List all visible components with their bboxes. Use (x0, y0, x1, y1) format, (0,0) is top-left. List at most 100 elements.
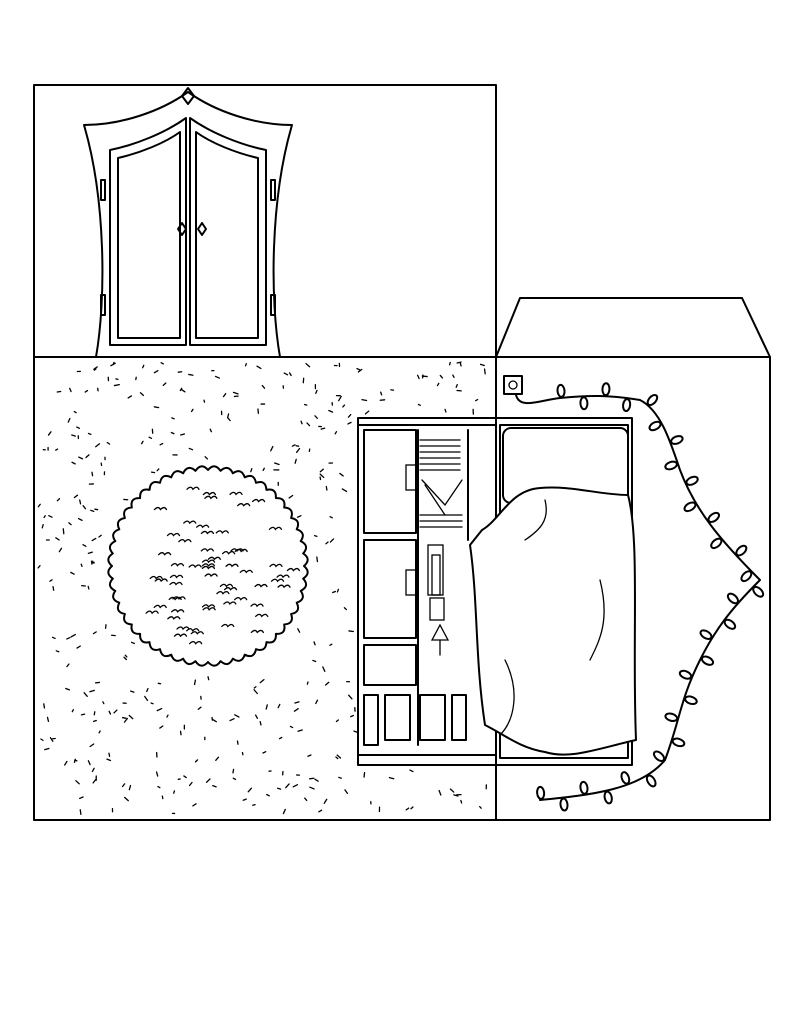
speckle (309, 786, 315, 790)
speckle (323, 798, 328, 804)
speckle (438, 789, 442, 796)
leaf-mark (166, 532, 181, 537)
light-bulb-icon (735, 544, 748, 557)
speckle (313, 641, 316, 646)
speckle (347, 413, 352, 418)
leaf-mark (153, 506, 168, 511)
speckle (87, 585, 90, 590)
speckle (128, 784, 132, 791)
speckle (305, 362, 311, 368)
speckle (128, 714, 134, 720)
leaf-mark (178, 538, 192, 543)
speckle (131, 641, 136, 645)
speckle (76, 426, 81, 430)
leaf-mark (286, 567, 301, 572)
speckle (173, 790, 176, 794)
speckle (232, 768, 235, 774)
leaf-mark (168, 596, 182, 601)
speckle (316, 556, 319, 563)
speckle (266, 793, 270, 797)
speckle (356, 367, 361, 371)
speckle (259, 721, 262, 726)
speckle (70, 571, 75, 575)
speckle (123, 717, 129, 723)
speckle (41, 523, 44, 529)
leaf-mark (239, 569, 253, 574)
speckle (98, 534, 102, 538)
speckle (448, 361, 451, 366)
light-bulb-icon (740, 570, 753, 583)
speckle (325, 541, 329, 545)
speckle (113, 383, 120, 387)
leaf-mark (225, 563, 239, 568)
leaf-mark (230, 548, 244, 552)
speckle (212, 785, 217, 788)
speckle (193, 679, 197, 686)
speckle (190, 408, 194, 413)
speckle (80, 563, 83, 567)
speckle (171, 417, 175, 420)
light-bulb-icon (683, 501, 697, 513)
speckle (380, 391, 383, 396)
leaf-mark (250, 629, 264, 634)
speckle (297, 729, 303, 732)
light-bulb-icon (622, 398, 632, 413)
leaf-mark (277, 584, 291, 589)
leaf-mark (176, 626, 190, 631)
light-bulb-icon (664, 460, 678, 471)
speckle (73, 494, 79, 499)
speckle (294, 458, 297, 464)
speckle (304, 797, 308, 802)
leaf-mark (153, 604, 167, 609)
leaf-mark (255, 613, 269, 618)
speckle (292, 784, 299, 788)
roof-flap (495, 297, 771, 358)
speckle (62, 528, 65, 535)
leaf-mark (221, 551, 236, 555)
speckle (336, 754, 342, 759)
speckle (75, 780, 80, 785)
leaf-mark (202, 607, 216, 611)
speckle (262, 751, 267, 754)
speckle (87, 432, 92, 436)
speckle (315, 389, 318, 394)
speckle (294, 701, 300, 704)
speckle (93, 366, 98, 370)
speckle (179, 387, 183, 392)
speckle (409, 769, 414, 773)
speckle (159, 725, 164, 729)
speckle (215, 756, 220, 761)
leaf-mark (190, 631, 204, 635)
speckle (80, 713, 86, 716)
speckle (155, 771, 159, 777)
light-bulb-icon (670, 435, 684, 445)
light-bulb-icon (601, 382, 611, 397)
string-lights (515, 394, 761, 801)
speckle (82, 505, 87, 510)
carpet-speckle-texture (37, 361, 488, 815)
door-knob-left-icon (177, 222, 187, 236)
speckle (170, 431, 175, 435)
speckle (93, 368, 97, 371)
speckle (87, 551, 93, 554)
leaf-mark (254, 583, 268, 588)
speckle (85, 454, 90, 459)
speckle (148, 436, 153, 439)
speckle (283, 372, 289, 376)
speckle (319, 473, 325, 479)
speckle (455, 383, 458, 388)
light-bulb-icon (648, 420, 662, 432)
speckle (89, 743, 95, 748)
speckle (90, 509, 95, 512)
leaf-mark (223, 587, 238, 591)
speckle (124, 796, 129, 802)
speckle (115, 378, 119, 381)
speckle (204, 456, 209, 460)
speckle (67, 417, 71, 423)
light-bulb-icon (752, 585, 765, 598)
speckle (242, 798, 247, 801)
speckle (52, 585, 55, 591)
leaf-mark (250, 603, 264, 608)
speckle (244, 363, 247, 367)
speckle (295, 447, 301, 453)
